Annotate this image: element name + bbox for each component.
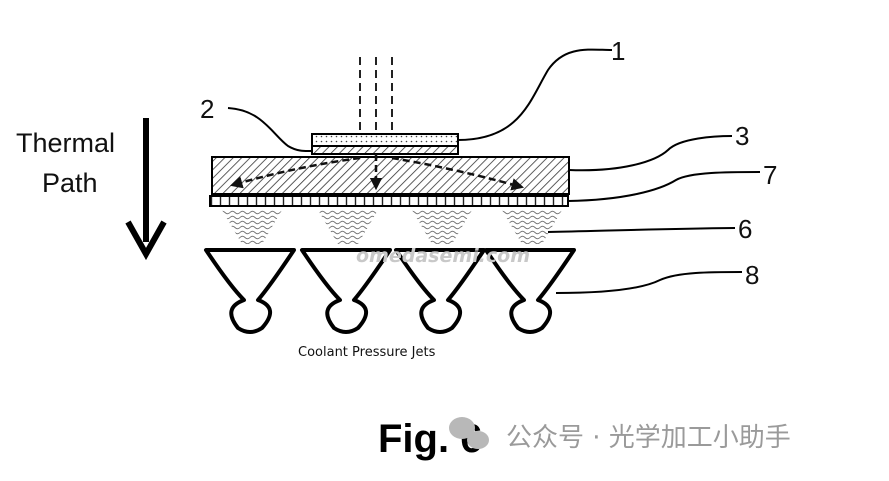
label-8: 8 [745, 260, 759, 290]
site-watermark: omedasemi.com [356, 245, 530, 267]
leader-lines [227, 48, 761, 294]
label-2: 2 [200, 94, 214, 124]
thermal-label-line1: Thermal [16, 128, 115, 158]
interface-layer-7 [209, 195, 569, 207]
bond-layer-2 [311, 145, 459, 155]
label-3: 3 [735, 121, 749, 151]
wechat-icon [449, 417, 489, 449]
label-6: 6 [738, 214, 752, 244]
coolant-caption: Coolant Pressure Jets [298, 345, 436, 360]
coolant-spray-6 [222, 210, 562, 244]
thermal-path-arrow [125, 118, 167, 261]
chip-layer-1 [311, 133, 459, 147]
thermal-label-line2: Path [42, 168, 98, 198]
substrate-layer-3 [211, 156, 570, 195]
jet-nozzles-8 [204, 248, 576, 334]
heat-spread-arrows [229, 154, 525, 191]
wechat-watermark: 公众号 · 光学加工小助手 [506, 423, 791, 453]
label-7: 7 [763, 160, 777, 190]
incoming-beam [359, 57, 393, 134]
label-1: 1 [611, 36, 625, 66]
